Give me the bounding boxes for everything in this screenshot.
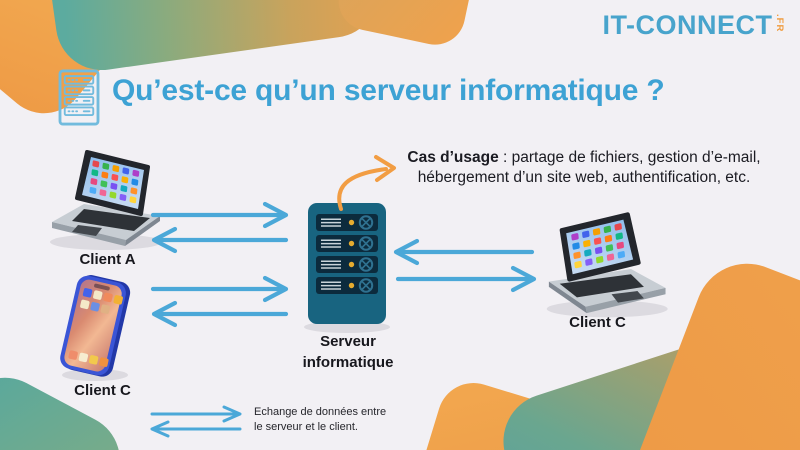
usage-note-line2: hébergement d’un site web, authentificat… [417, 169, 751, 186]
logo-tld: .FR [774, 14, 785, 33]
server-label: Serveur informatique [288, 331, 408, 373]
server-label-line2: informatique [302, 354, 394, 371]
arrows-client-phone-server [150, 275, 289, 328]
client-phone-label: Client C [74, 382, 131, 399]
arrows-client-a-server [150, 201, 289, 254]
legend-line2: le serveur et le client. [254, 420, 358, 433]
logo: IT-CONNECT .FR [602, 10, 786, 40]
usage-note: Cas d’usage : partage de fichiers, gesti… [402, 148, 766, 188]
logo-wordmark: IT-CONNECT [602, 10, 773, 40]
client-c-label: Client C [569, 314, 626, 331]
arrows-server-client-c [393, 238, 537, 293]
server-image [303, 202, 391, 334]
legend-text: Echange de données entre le serveur et l… [254, 405, 386, 434]
client-a-label: Client A [79, 251, 136, 268]
deco-bottom-left-teal [0, 361, 137, 450]
server-rack-icon [58, 69, 100, 126]
deco-top-gradient-band [44, 0, 385, 76]
usage-note-line1: : partage de fichiers, gestion d’e-mail, [498, 149, 761, 166]
page-title: Qu’est-ce qu’un serveur informatique ? [112, 74, 665, 107]
legend-line1: Echange de données entre [254, 406, 387, 418]
client-c-laptop-image [547, 214, 668, 317]
curved-arrow-icon [337, 155, 396, 211]
double-exchange-arrows-icon [150, 405, 242, 438]
deco-top-orange-shape [333, 0, 479, 51]
usage-note-label: Cas d’usage [407, 149, 499, 166]
client-phone-image [57, 272, 133, 381]
server-label-line1: Serveur [320, 333, 376, 350]
client-a-laptop-image [50, 152, 162, 250]
